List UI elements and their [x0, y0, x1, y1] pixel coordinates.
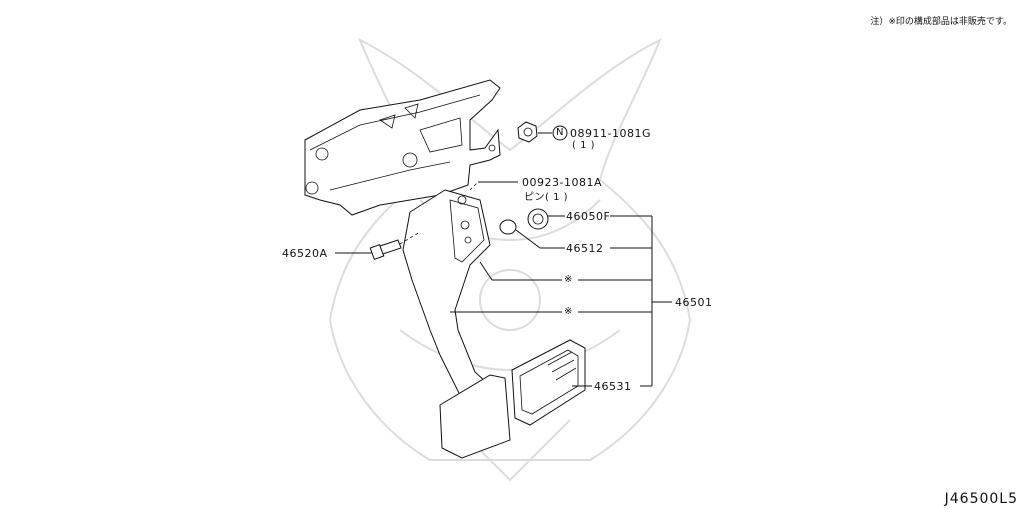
- callout-46520a: 46520A: [282, 247, 328, 260]
- callout-46531: 46531: [594, 380, 632, 393]
- callout-46501: 46501: [675, 296, 713, 309]
- callout-pin-desc: ピン( 1 ): [524, 192, 569, 203]
- pedal-bracket: [304, 79, 501, 216]
- pedal-pad-part: [511, 339, 586, 426]
- callout-pin-part: 00923-1081A: [522, 176, 602, 189]
- clip-part: [499, 219, 517, 235]
- diagram-id: J46500L5: [944, 491, 1018, 507]
- nut-symbol-circle: [552, 125, 568, 141]
- callout-nut-qty: ( 1 ): [572, 140, 596, 151]
- callout-46050f: 46050F: [566, 210, 611, 223]
- pedal-pad-installed: [439, 374, 511, 459]
- bushing-part: [527, 208, 549, 230]
- leader-lines: [335, 132, 672, 387]
- nut-part: [517, 121, 538, 143]
- bolt-part: [369, 239, 402, 260]
- note-text: 注）※印の構成部品は非販売です。: [870, 17, 1012, 27]
- nut-symbol-n: N: [556, 127, 564, 138]
- pedal-arm: [402, 189, 501, 411]
- callout-mark-2: ※: [564, 306, 573, 317]
- callout-46512: 46512: [566, 242, 604, 255]
- callout-nut-part: 08911-1081G: [570, 127, 651, 140]
- callout-mark-1: ※: [564, 274, 573, 285]
